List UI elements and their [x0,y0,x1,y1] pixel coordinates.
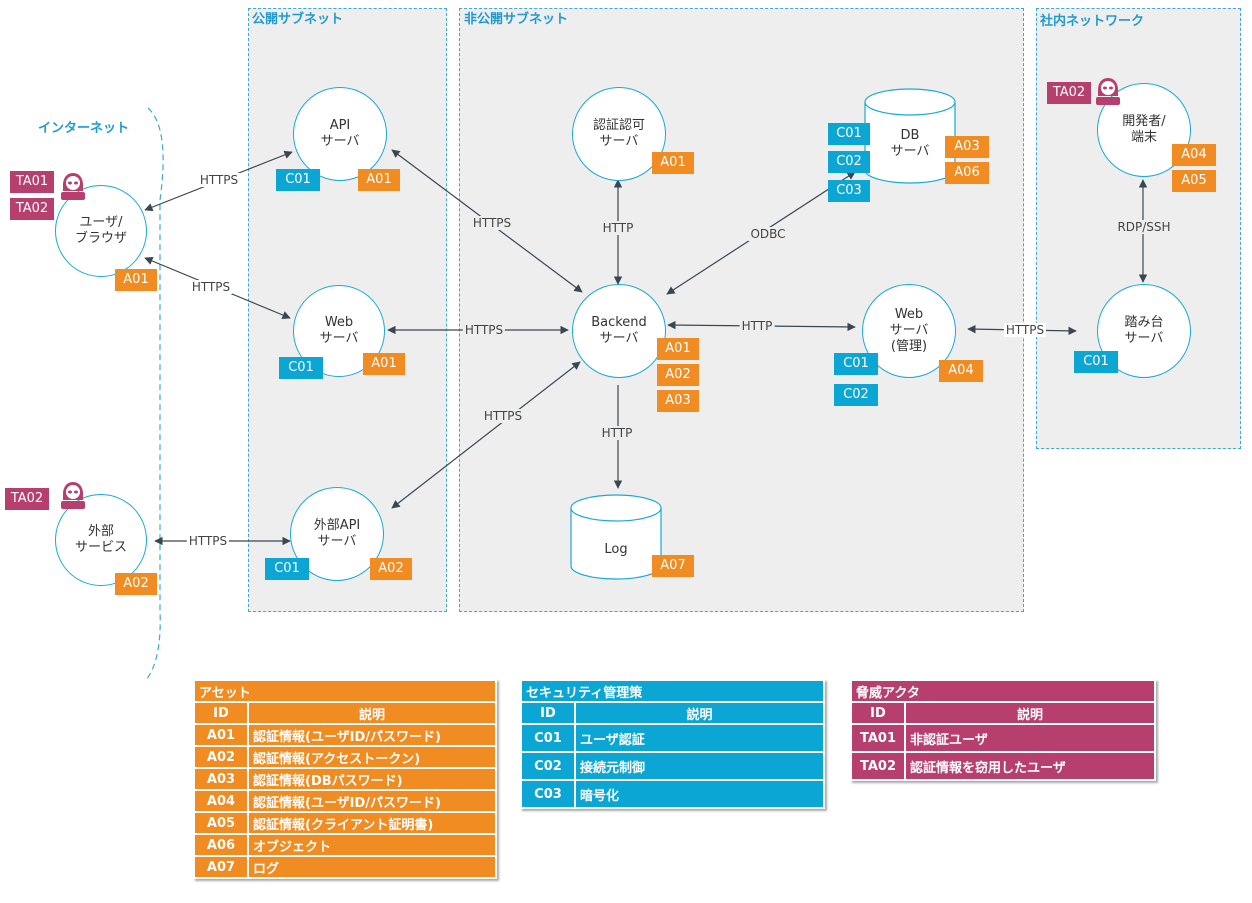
threat-badge: TA01 [10,171,54,193]
db-server-label: DB サーバ [890,128,930,159]
control-badge: C02 [834,384,878,406]
asset-badge: A02 [115,573,157,595]
assets-col-desc: 説明 [247,701,497,725]
hacker-icon [61,482,85,509]
asset-badge: A04 [1172,144,1216,166]
edge-label-user-web: HTTPS [189,280,233,294]
edge-label-db-backend: ODBC [748,227,788,241]
control-badge: C01 [834,353,878,375]
asset-badge: A03 [945,136,989,158]
threat-badge: TA02 [1047,82,1091,104]
external-service-node[interactable]: 外部 サービス [55,494,147,586]
control-badge: C01 [828,123,870,145]
assets-legend-title: アセット [193,679,497,703]
control-badge: C02 [828,151,870,173]
asset-badge: A03 [657,390,699,412]
controls-col-id: ID [520,701,576,725]
hacker-icon [1096,78,1120,105]
edge-extapi-backend [391,361,581,509]
asset-badge: A07 [652,555,694,577]
edge-label-webadmin-bastion: HTTPS [1003,323,1047,337]
threat-badge: TA02 [5,488,49,510]
threat-badge: TA02 [10,198,54,220]
control-badge: C01 [1074,351,1118,373]
threats-col-id: ID [850,701,906,725]
internet-label: インターネット [38,121,130,136]
corporate-network-label: 社内ネットワーク [1040,14,1145,29]
db-server-node[interactable]: DB サーバ [864,88,956,184]
asset-badge: A06 [945,162,989,184]
edge-label-backend-webadmin: HTTP [739,319,775,333]
asset-badge: A01 [358,169,400,191]
edge-label-auth-backend: HTTP [600,221,636,235]
database-icon [864,88,956,184]
edge-label-backend-log: HTTP [599,426,635,440]
edge-label-extapi-backend: HTTPS [481,409,525,423]
assets-col-id: ID [193,701,249,725]
threats-legend-title: 脅威アクタ [850,679,1156,703]
control-badge: C01 [265,558,309,580]
private-subnet-label: 非公開サブネット [464,12,569,27]
edge-label-api-backend: HTTPS [470,216,514,230]
asset-badge: A01 [657,338,699,360]
asset-badge: A01 [363,353,405,375]
edge-label-dev-bastion: RDP/SSH [1115,220,1173,234]
edge-label-ext-extapi: HTTPS [186,534,230,548]
control-badge: C03 [828,180,870,202]
backend-server-node[interactable]: Backend サーバ [572,284,666,378]
asset-badge: A01 [652,152,694,174]
public-subnet-label: 公開サブネット [252,12,344,27]
threats-col-desc: 説明 [904,701,1156,725]
asset-badge: A02 [370,558,412,580]
user-browser-node[interactable]: ユーザ/ ブラウザ [55,185,147,277]
asset-badge: A01 [115,269,157,291]
asset-badge: A02 [657,364,699,386]
log-label: Log [604,542,628,557]
log-node[interactable]: Log [570,494,662,580]
auth-server-node[interactable]: 認証認可 サーバ [572,87,666,181]
edge-label-web-backend: HTTPS [462,323,506,337]
asset-badge: A04 [939,360,983,382]
asset-badge: A05 [1172,170,1216,192]
control-badge: C01 [279,357,323,379]
hacker-icon [61,173,85,200]
controls-legend-title: セキュリティ管理策 [520,679,825,703]
control-badge: C01 [276,169,320,191]
api-server-node[interactable]: API サーバ [293,87,387,181]
log-storage-icon [570,494,662,580]
controls-col-desc: 説明 [574,701,825,725]
edge-label-user-api: HTTPS [197,173,241,187]
